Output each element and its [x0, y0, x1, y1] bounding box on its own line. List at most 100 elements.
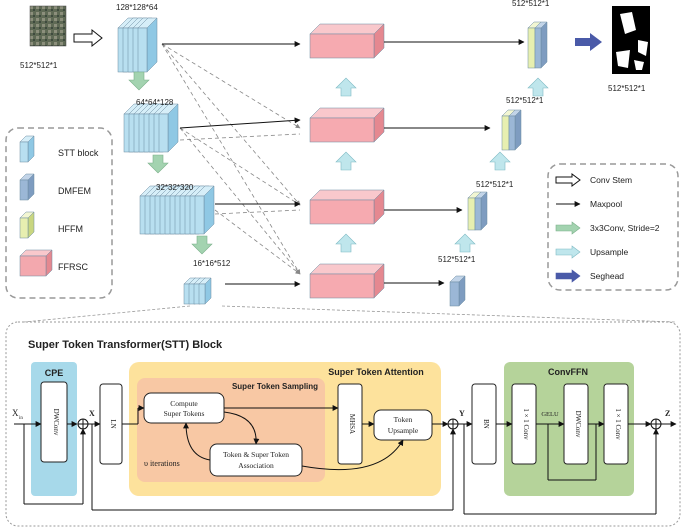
stage4-size: 16*16*512 — [193, 259, 231, 268]
y-label: Y — [459, 409, 465, 418]
legend-item: 3x3Conv, Stride=2 — [555, 221, 660, 235]
legend-item: Maxpool — [556, 199, 622, 209]
legend-label: DMFEM — [58, 186, 91, 196]
ffrsc-block — [309, 263, 385, 299]
ffrsc-block — [309, 189, 385, 225]
legend-item: STT block — [19, 135, 99, 163]
stt-slice — [198, 277, 212, 305]
ffrsc-to-hffm-arrows — [384, 39, 525, 286]
legend-item: Conv Stem — [555, 173, 632, 187]
sts-title: Super Token Sampling — [232, 382, 318, 391]
stt-stack-stage1 — [117, 17, 158, 73]
assoc-label-2: Association — [238, 461, 274, 470]
legend-label: Maxpool — [590, 199, 622, 209]
ffrsc-column — [309, 23, 385, 299]
zoom-line — [221, 305, 676, 323]
hffm-size-2: 512*512*1 — [476, 180, 514, 189]
dmfem-back — [474, 191, 488, 231]
convffn-title: ConvFFN — [548, 367, 588, 377]
hollow-arrow-icon — [555, 173, 581, 187]
output-mask-image — [612, 6, 650, 74]
legend-label: HFFM — [58, 224, 83, 234]
conv2-label: 1 × 1 Conv — [614, 408, 622, 440]
upsample-arrows — [335, 77, 549, 253]
legend-item: Seghead — [555, 269, 624, 283]
sta-title: Super Token Attention — [328, 367, 424, 377]
stt-slice — [137, 17, 158, 73]
hffm-size-1: 512*512*1 — [438, 255, 476, 264]
legend-item: Upsample — [555, 245, 629, 259]
green-arrow-icon — [555, 221, 581, 235]
stt-slice — [158, 103, 179, 153]
legend-label: STT block — [58, 148, 99, 158]
dmfem-single — [449, 275, 466, 307]
dense-dashed-connections — [161, 43, 301, 275]
legend-item: HFFM — [19, 211, 83, 239]
maxpool-connections — [162, 41, 301, 287]
conv-stem-arrow-icon — [73, 28, 103, 48]
bn-label: BN — [482, 419, 490, 429]
assoc-label-1: Token & Super Token — [223, 450, 289, 459]
upsample-label-2: Upsample — [388, 426, 419, 435]
hffm-block — [501, 109, 522, 151]
legend-swatch-icon — [19, 173, 35, 201]
stride-conv-arrow-icon — [147, 154, 169, 174]
seghead-arrow-icon — [575, 33, 602, 51]
legend-swatch-icon — [19, 135, 35, 163]
gelu-label: GELU — [541, 411, 559, 418]
left-legend — [5, 127, 113, 299]
conv1-label: 1 × 1 Conv — [522, 408, 530, 440]
add-node — [447, 418, 459, 430]
navy-arrow-icon — [555, 269, 581, 283]
compute-label-2: Super Tokens — [164, 409, 205, 418]
stt-stack-stage3 — [139, 185, 215, 235]
ffrsc-block — [309, 107, 385, 143]
legend-item: DMFEM — [19, 173, 91, 201]
add-node — [77, 418, 89, 430]
dmfem-block — [449, 275, 466, 307]
legend-item: FFRSC — [19, 249, 88, 277]
hffm-block — [467, 191, 488, 231]
stt-flow-lines — [14, 405, 677, 515]
input-image — [29, 5, 67, 47]
output-size-label: 512*512*1 — [608, 84, 646, 93]
cpe-title: CPE — [45, 368, 64, 378]
dwconv-label: DWConv — [574, 411, 582, 438]
stage1-size: 128*128*64 — [116, 3, 158, 12]
hffm-size-3: 512*512*1 — [506, 96, 544, 105]
dmfem-back — [534, 21, 548, 69]
legend-swatch-icon — [19, 249, 53, 277]
cyan-arrow-icon — [555, 245, 581, 259]
ffrsc-block — [309, 23, 385, 59]
z-label: Z — [665, 409, 670, 418]
add-node — [650, 418, 662, 430]
legend-label: 3x3Conv, Stride=2 — [590, 223, 660, 233]
legend-label: Conv Stem — [590, 175, 632, 185]
input-size-label: 512*512*1 — [20, 61, 58, 70]
stt-title: Super Token Transformer(STT) Block — [28, 339, 223, 351]
association-box — [209, 443, 303, 477]
right-legend — [547, 163, 679, 291]
stt-slice — [194, 185, 215, 235]
stt-detail-panel — [5, 321, 681, 527]
x-label: X — [89, 409, 95, 418]
stt-stack-stage4 — [183, 277, 212, 305]
stride-conv-arrow-icon — [128, 71, 150, 91]
stage2-size: 64*64*128 — [136, 98, 174, 107]
mhsa-label: MHSA — [348, 414, 356, 434]
cpe-dwconv-label: DWConv — [52, 409, 60, 436]
x-in-label: X — [12, 408, 19, 418]
legend-swatch-icon — [19, 211, 35, 239]
legend-label: Seghead — [590, 271, 624, 281]
hffm-column — [449, 21, 548, 307]
ln-label: LN — [109, 419, 117, 428]
hffm-block — [527, 21, 548, 69]
legend-label: Upsample — [590, 247, 629, 257]
dmfem-back — [508, 109, 522, 151]
stage3-size: 32*32*320 — [156, 183, 194, 192]
hffm-size-4: 512*512*1 — [512, 0, 550, 8]
upsample-label-1: Token — [394, 415, 413, 424]
compute-super-tokens-box — [143, 392, 225, 424]
stride-conv-arrow-icon — [191, 235, 213, 255]
